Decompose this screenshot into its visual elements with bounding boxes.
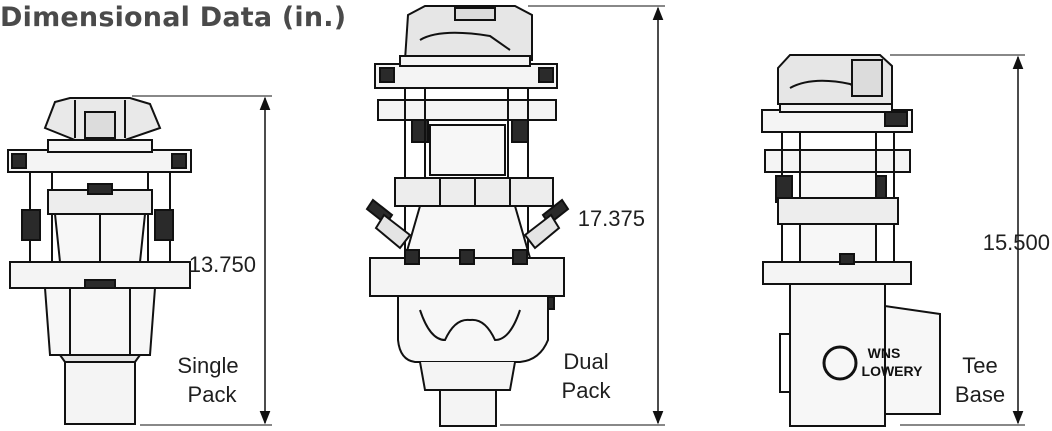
dual-pack-caption-line1: Dual bbox=[563, 349, 608, 374]
tee-base-unit bbox=[761, 54, 941, 427]
single-pack-dimension-label: 13.750 bbox=[189, 252, 256, 277]
single-pack-unit bbox=[7, 97, 192, 425]
tee-base-stamp-line1: WNS bbox=[868, 345, 901, 361]
dual-pack-caption-line2: Pack bbox=[562, 378, 612, 403]
single-pack-caption-line1: Single bbox=[177, 353, 238, 378]
single-pack-dimension bbox=[132, 95, 272, 426]
tee-base-caption-line1: Tee bbox=[962, 353, 997, 378]
dual-pack-dimension-label: 17.375 bbox=[578, 206, 645, 231]
single-pack-caption-line2: Pack bbox=[188, 382, 238, 407]
tee-base-dimension bbox=[890, 54, 1025, 426]
dual-pack-dimension bbox=[500, 5, 665, 426]
page-title: Dimensional Data (in.) bbox=[0, 2, 347, 33]
tee-base-stamp-line2: LOWERY bbox=[862, 363, 924, 379]
dual-pack-unit bbox=[365, 5, 570, 427]
tee-base-caption-line2: Base bbox=[955, 382, 1005, 407]
tee-base-dimension-label: 15.500 bbox=[983, 230, 1050, 255]
